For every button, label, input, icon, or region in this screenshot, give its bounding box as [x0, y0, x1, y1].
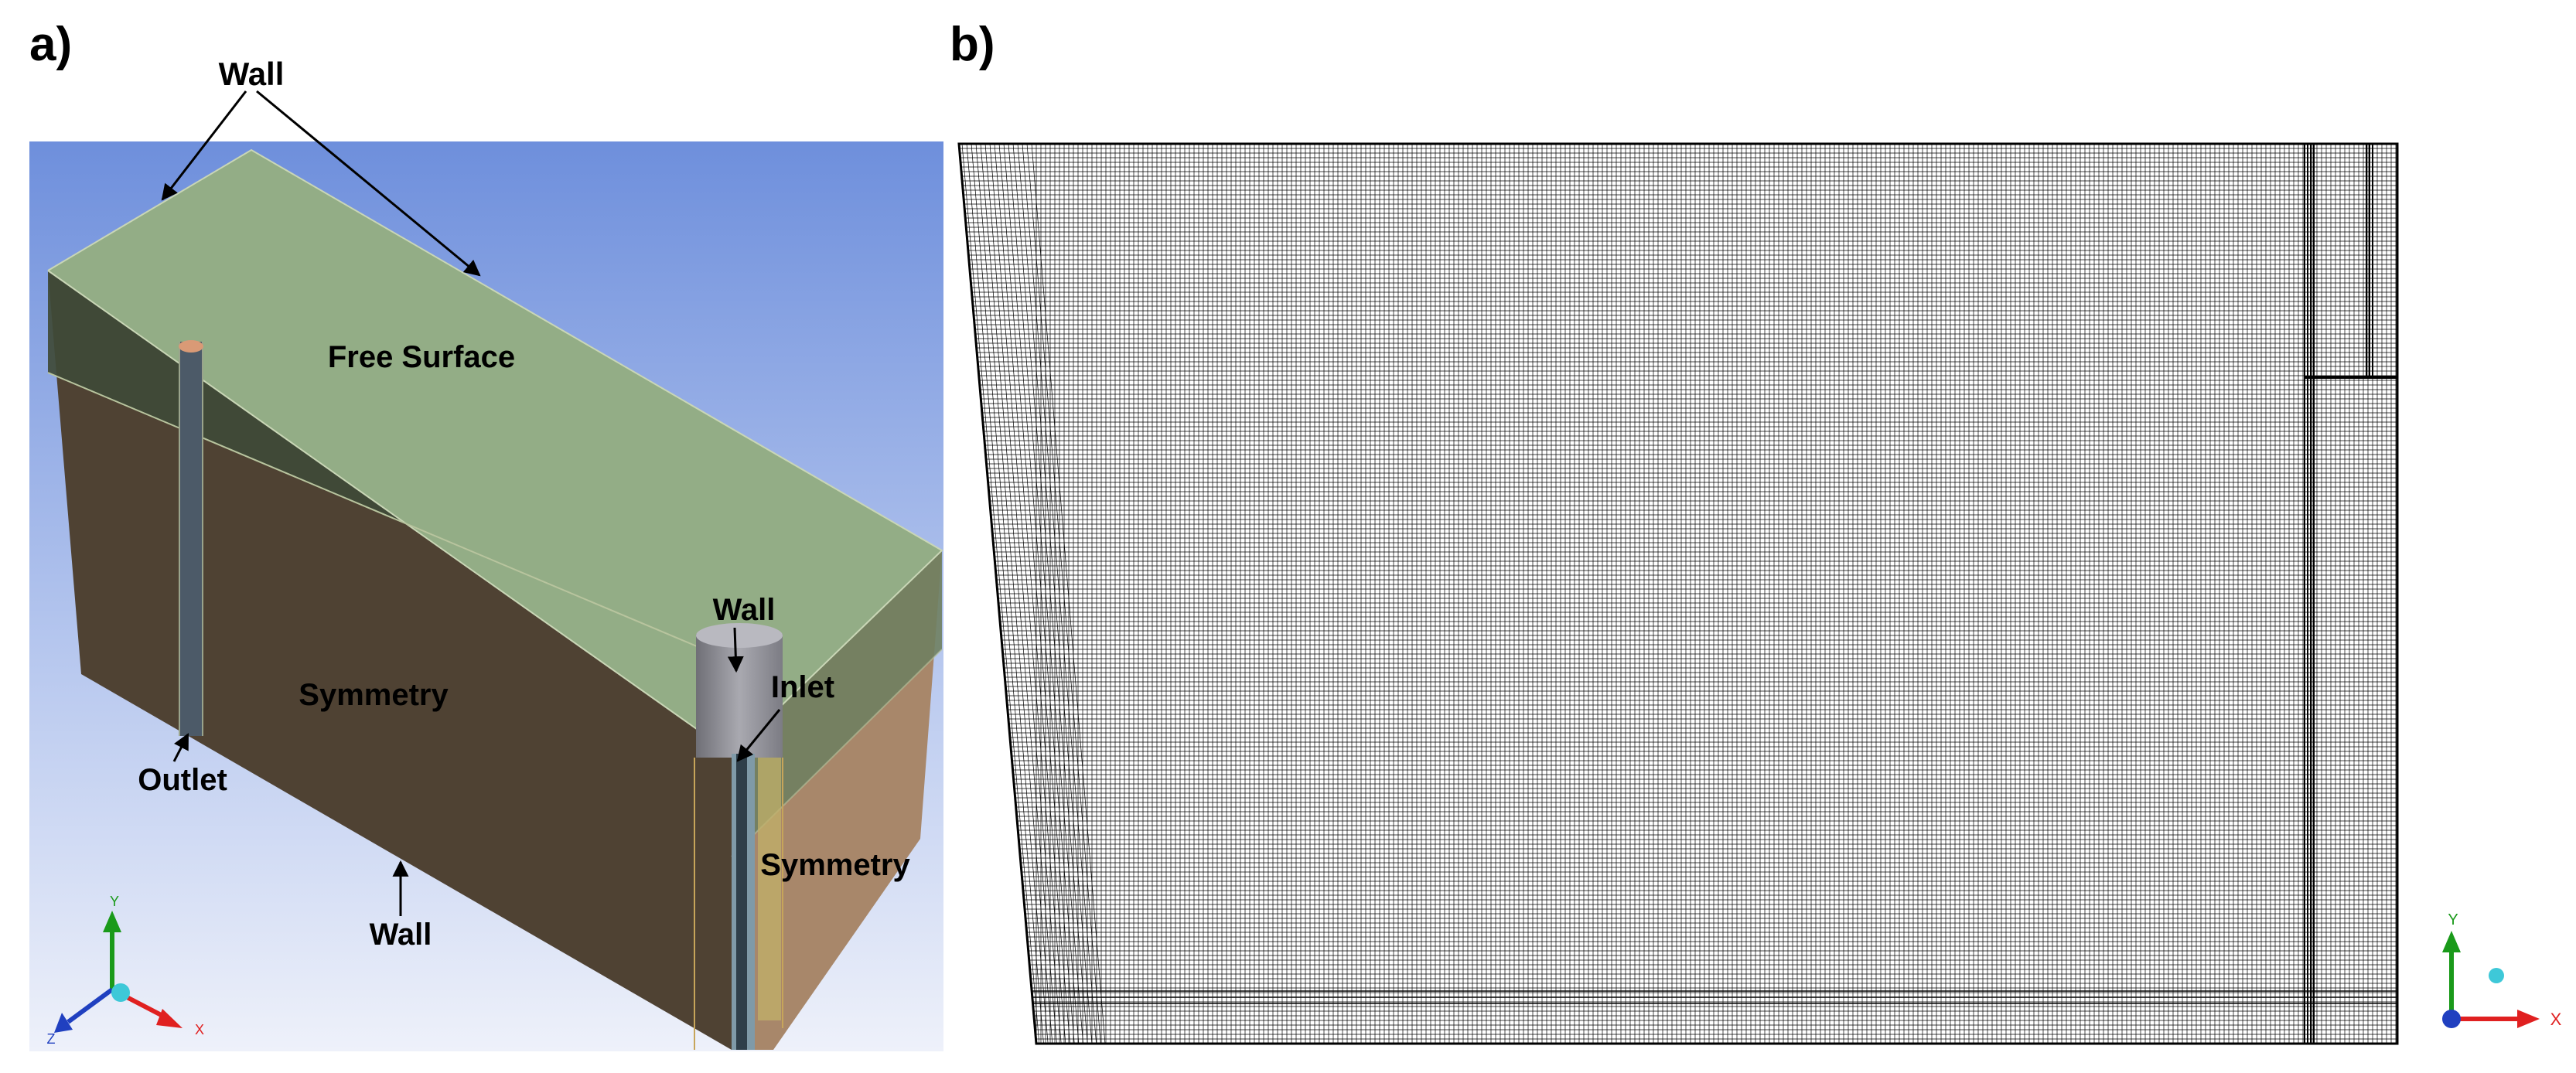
label-symmetry-side: Symmetry [760, 848, 910, 882]
axis-origin [2442, 1010, 2461, 1028]
axis-triad-b: Y X [2442, 911, 2562, 1029]
label-free-surface: Free Surface [328, 340, 515, 374]
axis-x-label: X [2550, 1010, 2562, 1029]
label-wall-cylinder: Wall [713, 593, 776, 627]
side-yellow-strip [758, 758, 781, 1020]
axis-origin [111, 983, 130, 1002]
axis-x-arrowhead [156, 1009, 183, 1028]
arrow-wall-top-left [161, 90, 247, 201]
mesh-line-v [966, 143, 1044, 1044]
axis-x-label: X [195, 1022, 204, 1037]
axis-z-arrowhead [54, 1013, 73, 1033]
box-edges [47, 148, 943, 755]
axis-triad-a: Y X Z [47, 894, 205, 1047]
outlet-top [179, 340, 203, 353]
label-symmetry-front: Symmetry [299, 678, 449, 712]
mesh-line-v [1003, 143, 1080, 1044]
mesh-outline [957, 142, 2399, 1045]
arrow-inlet [736, 709, 781, 762]
top-face [48, 150, 942, 754]
axis-z-line [67, 987, 114, 1024]
side-face-upper-band [732, 550, 942, 857]
mesh-line-v [1026, 143, 1101, 1044]
mesh-line-v [961, 143, 1040, 1044]
mesh-line-v [998, 143, 1075, 1044]
mesh-line-v [971, 143, 1049, 1044]
domain-box [47, 148, 943, 1050]
band-edge-front [47, 372, 732, 662]
outlet-strip [179, 342, 203, 736]
cylinder-top [696, 623, 783, 648]
cylinder-wall [696, 634, 783, 758]
label-wall-top: Wall [219, 56, 285, 92]
panel-a: a) [29, 18, 943, 1051]
arrow-outlet [172, 733, 189, 762]
axis-x-arrowhead [2517, 1010, 2540, 1028]
label-outlet: Outlet [138, 763, 227, 797]
arrow-wall-top-right [256, 90, 481, 277]
label-inlet: Inlet [771, 670, 834, 704]
mesh-line-v [994, 143, 1070, 1044]
panel-b: b) Y X [950, 18, 2562, 1045]
axis-z-label: Z [47, 1031, 56, 1047]
mesh [957, 142, 2399, 1045]
label-wall-bottom: Wall [370, 918, 432, 952]
annotations-a: Wall Free Surface Symmetry Outlet Wall W… [138, 56, 910, 952]
mesh-line-v [980, 143, 1057, 1044]
mesh-line-v [975, 143, 1053, 1044]
panel-a-label: a) [29, 18, 72, 71]
axis-y-arrowhead [2442, 931, 2461, 952]
mesh-line-v [989, 143, 1066, 1044]
mesh-line-v [1031, 143, 1106, 1044]
view-sphere [2489, 968, 2504, 983]
arrow-wall-cylinder [727, 627, 744, 673]
mesh-line-v [984, 143, 1062, 1044]
axis-y-arrowhead [103, 911, 121, 932]
axis-y-label: Y [110, 894, 119, 909]
inlet-strip-core [736, 754, 747, 1050]
axis-y-label: Y [2448, 911, 2458, 928]
front-face [48, 271, 732, 1050]
panel-b-label: b) [950, 18, 995, 71]
mesh-grid-lines [959, 143, 2397, 1044]
